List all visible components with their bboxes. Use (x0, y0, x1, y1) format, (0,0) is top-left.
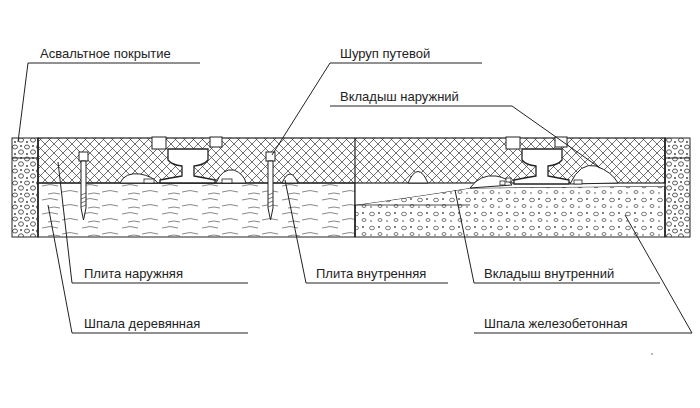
part-label: Асвальтное покрытие (40, 46, 171, 61)
part-label: Шпала железобетонная (484, 316, 627, 331)
part-label: Шуруп путевой (340, 46, 430, 61)
part-label: Плита наружняя (84, 266, 183, 281)
part-label: Вкладыш наружний (340, 89, 459, 104)
part-label: Плита внутренняя (316, 266, 426, 281)
part-label: Вкладыш внутренний (484, 266, 614, 281)
part-label: Шпала деревянная (84, 316, 200, 331)
